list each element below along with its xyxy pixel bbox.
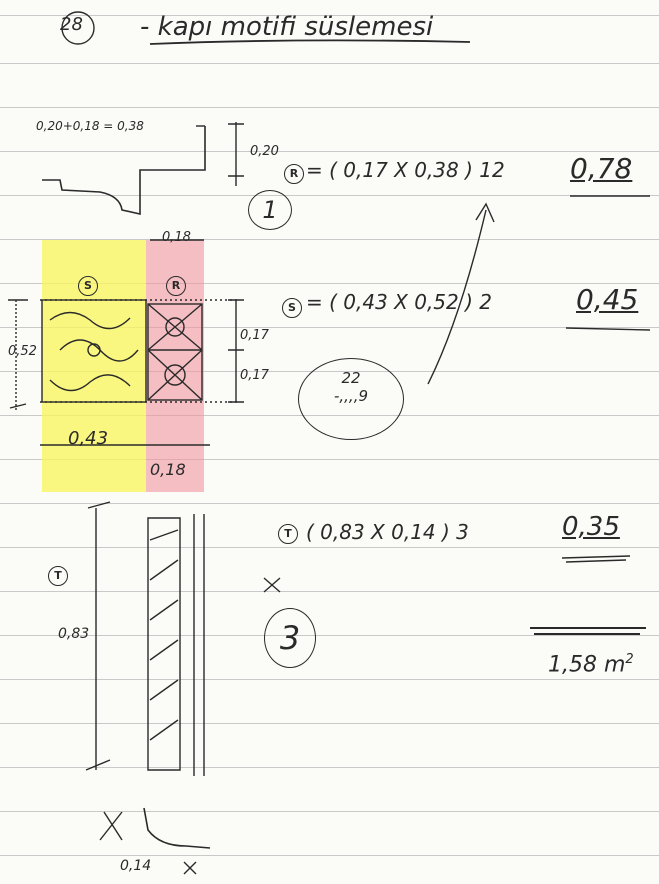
calc-formula-t: ( 0,83 X 0,14 ) 3	[306, 520, 469, 544]
step-circle-3: 3	[264, 608, 316, 668]
calc-label-s: S	[282, 298, 302, 318]
calc-formula-s: = ( 0,43 X 0,52 ) 2	[306, 290, 492, 314]
panel-r-outline	[147, 303, 203, 401]
dim-017-a: 0,17	[240, 328, 269, 343]
dim-083: 0,83	[58, 626, 90, 642]
label-r: R	[166, 276, 186, 296]
sum-note: 0,20+0,18 = 0,38	[36, 119, 144, 133]
dim-017-b: 0,17	[240, 368, 269, 383]
total-exp: 2	[625, 652, 634, 667]
molding-profile	[42, 126, 206, 215]
page-number-circle	[61, 11, 95, 45]
dim-018-top: 0,18	[162, 230, 191, 245]
side-note: 22 -,,,,9	[333, 369, 369, 405]
step-circle-1: 1	[248, 190, 292, 230]
calc-result-s: 0,45	[576, 283, 639, 316]
label-s: S	[78, 276, 98, 296]
dim-043: 0,43	[68, 428, 109, 449]
calc-formula-r: = ( 0,17 X 0,38 ) 12	[306, 158, 505, 182]
page-title: - kapı motifi süslemesi	[140, 12, 434, 42]
calc-result-r: 0,78	[570, 152, 633, 185]
panel-s-outline	[41, 299, 147, 403]
dim-018-bottom: 0,18	[150, 460, 186, 479]
label-t: T	[48, 566, 68, 586]
page-number: 28	[60, 14, 83, 35]
side-note-circle: 22 -,,,,9	[298, 358, 404, 440]
calc-result-t: 0,35	[562, 512, 620, 542]
title-underline	[149, 39, 471, 45]
total-value: 1,58	[548, 652, 597, 678]
dim-052: 0,52	[8, 344, 37, 359]
calc-label-t: T	[278, 524, 298, 544]
dim-020: 0,20	[250, 144, 279, 159]
total-unit: m	[603, 652, 626, 678]
profile-t-outline	[147, 517, 181, 771]
calc-label-r: R	[284, 164, 304, 184]
dim-014: 0,14	[120, 858, 152, 874]
total-area: 1,58 m2	[548, 652, 634, 677]
